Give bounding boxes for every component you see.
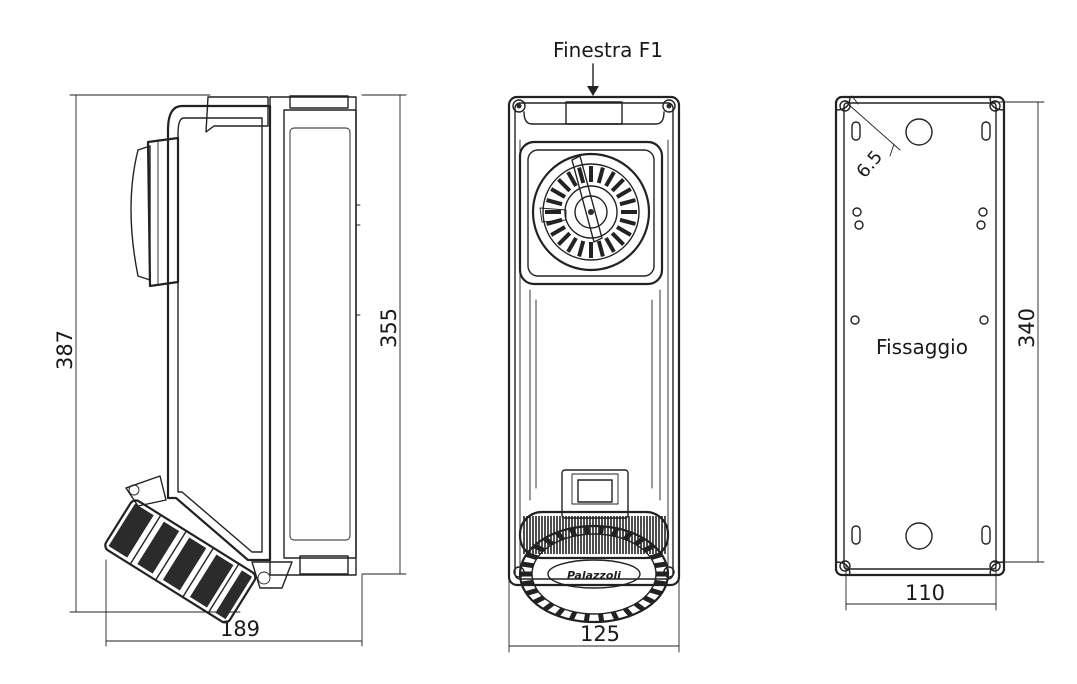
- socket-rib: [649, 587, 663, 596]
- dimension-387: 387: [53, 94, 241, 613]
- fixing-hole-callout: 6.5: [847, 95, 901, 182]
- side-back-plate: [269, 95, 361, 576]
- socket-rib: [633, 536, 646, 547]
- socket-rib: [525, 587, 539, 596]
- front-window: [518, 140, 664, 286]
- socket-rib: [568, 610, 578, 621]
- dimension-125-label: 125: [580, 622, 620, 646]
- socket-rib: [542, 601, 555, 612]
- dial-tick: [566, 236, 578, 253]
- dimension-355: 355: [361, 94, 407, 575]
- dial-tick: [604, 171, 616, 188]
- socket-rib: [623, 607, 633, 618]
- dial-tick: [546, 198, 563, 207]
- socket-rib: [555, 607, 565, 618]
- dial-tick: [566, 171, 578, 188]
- socket-rib: [521, 579, 534, 587]
- dial-ticks: [545, 166, 637, 258]
- fixing-label: Fissaggio: [876, 335, 968, 359]
- front-socket: Palazzoli: [518, 469, 670, 624]
- dial-tick: [577, 240, 586, 257]
- dial-tick: [615, 225, 632, 237]
- socket-rib: [533, 595, 545, 605]
- socket-rib: [643, 595, 655, 605]
- dial-tick: [615, 187, 632, 199]
- socket-rib: [610, 610, 620, 621]
- dial-tick: [557, 231, 572, 246]
- socket-rib: [654, 561, 667, 569]
- dial-tick: [610, 231, 625, 246]
- window-arrow: [587, 63, 599, 96]
- dimension-340-label: 340: [1015, 308, 1039, 348]
- dial-tick: [557, 178, 572, 193]
- rotary-switch: [531, 152, 651, 272]
- dimension-110: 110: [845, 565, 997, 611]
- side-view: 387 355 189: [53, 94, 407, 647]
- dial-tick: [550, 187, 567, 199]
- socket-rib: [521, 561, 534, 569]
- dial-tick: [610, 178, 625, 193]
- socket-rib: [654, 579, 667, 587]
- side-socket-ring: [104, 499, 257, 624]
- dial-tick: [577, 167, 586, 184]
- window-f1-label: Finestra F1: [553, 38, 663, 62]
- socket-logo: Palazzoli: [567, 569, 621, 582]
- back-view: 340 110: [834, 95, 1045, 611]
- dial-tick: [596, 167, 605, 184]
- dimension-355-label: 355: [377, 308, 401, 348]
- back-plate: [834, 95, 1006, 577]
- socket-rib: [598, 613, 605, 623]
- dial-tick: [550, 225, 567, 237]
- socket-rib: [583, 613, 590, 623]
- dial-tick: [619, 198, 636, 207]
- dimension-110-label: 110: [905, 581, 945, 605]
- side-housing: [125, 96, 293, 589]
- dial-tick: [596, 240, 605, 257]
- fixing-hole-label: 6.5: [853, 147, 887, 182]
- dimension-340: 340: [991, 101, 1045, 563]
- dimension-387-label: 387: [53, 330, 77, 370]
- dial-tick: [619, 217, 636, 226]
- dimension-189-label: 189: [220, 617, 260, 641]
- socket-rib: [633, 601, 646, 612]
- dimension-125: 125: [508, 559, 680, 653]
- front-view: Finestra F1 125: [507, 38, 681, 653]
- dial-tick: [604, 236, 616, 253]
